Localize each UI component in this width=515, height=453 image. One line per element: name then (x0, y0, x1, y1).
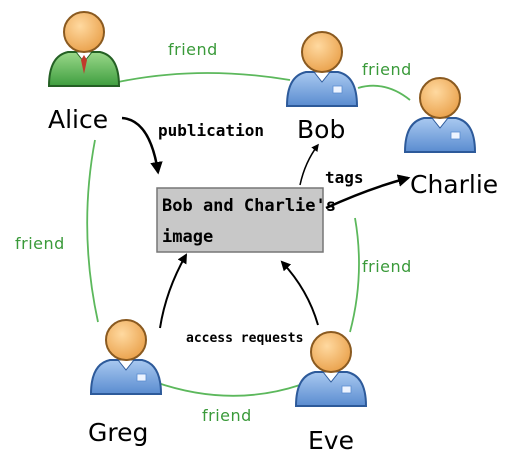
arrow-request-eve (280, 260, 319, 326)
user-green-icon (48, 11, 120, 87)
label-charlie-eve: friend (362, 257, 412, 276)
user-blue-icon (404, 77, 476, 153)
user-blue-icon (90, 319, 162, 395)
person-name-charlie: Charlie (410, 170, 498, 199)
user-blue-icon (286, 31, 358, 107)
label-tags: tags (325, 168, 364, 187)
action-arrows (121, 116, 411, 329)
person-alice (48, 11, 120, 87)
edge-alice-greg (86, 139, 99, 323)
person-name-alice: Alice (48, 105, 108, 134)
arrow-tag-charlie (325, 174, 411, 210)
label-greg-eve: friend (202, 406, 252, 425)
arrow-publication (121, 116, 163, 175)
label-publication: publication (158, 121, 264, 140)
edge-bob-charlie (357, 84, 411, 101)
label-alice-greg: friend (15, 234, 65, 253)
person-bob (286, 31, 358, 107)
person-greg (90, 319, 162, 395)
image-box-line1: Bob and Charlie's (162, 196, 336, 216)
label-bob-charlie: friend (362, 60, 412, 79)
image-box: Bob and Charlie's image (156, 187, 336, 253)
arrow-request-greg (159, 253, 187, 329)
friend-edges (86, 72, 411, 397)
label-alice-bob: friend (168, 40, 218, 59)
person-charlie (404, 77, 476, 153)
label-access-requests: access requests (186, 331, 303, 346)
person-name-bob: Bob (297, 115, 345, 144)
image-box-line2: image (162, 227, 213, 247)
edge-charlie-eve (349, 217, 360, 333)
arrow-tag-bob (299, 143, 319, 186)
user-blue-icon (295, 331, 367, 407)
person-name-eve: Eve (308, 426, 354, 453)
edge-greg-eve (154, 381, 301, 397)
person-name-greg: Greg (88, 418, 148, 447)
edge-alice-bob (117, 72, 291, 83)
person-eve (295, 331, 367, 407)
